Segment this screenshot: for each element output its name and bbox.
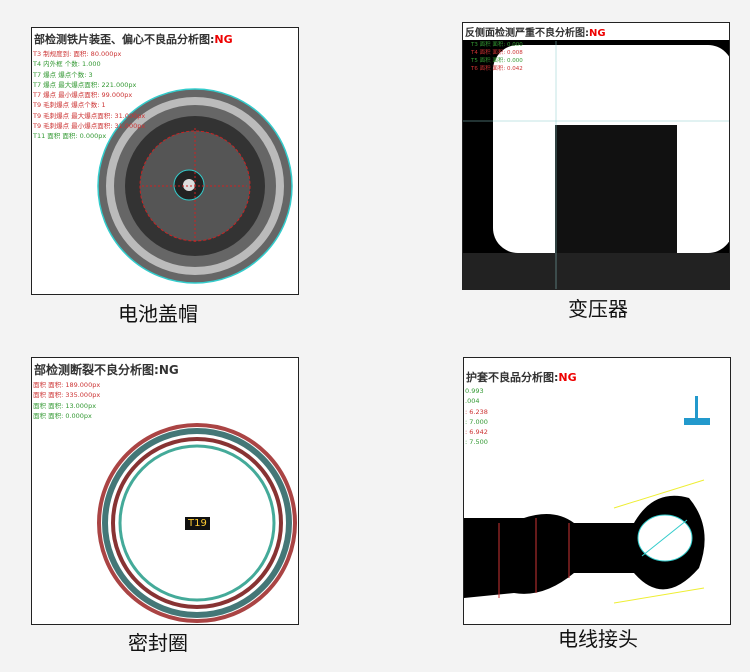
measurement-line: 面积 面积: 13.000px (33, 401, 97, 410)
measurement-line: T6 面积 面积: 0.042 (471, 66, 523, 72)
measurement-line: T7 爆点 最大爆点面积: 221.000px (33, 80, 137, 89)
measurement-line: : 7.000 (465, 417, 488, 426)
panel-title: 部检测铁片装歪、偏心不良品分析图:NG (34, 33, 233, 46)
seal-ring-image (97, 423, 297, 623)
measurement-list: 0.993 .004: 6.238: 7.000 : 6.942: 7.500 (465, 386, 488, 448)
measurement-line: : 7.500 (465, 438, 488, 447)
measurement-line: 面积 面积: 335.000px (33, 391, 101, 400)
caption: 密封圈 (128, 631, 188, 655)
measurement-line: T9 毛刺爆点 最大爆点面积: 31.000px (33, 111, 146, 120)
measurement-line: 面积 面积: 189.000px (33, 381, 101, 389)
battery-cap-image (97, 88, 293, 284)
wire-connector-image (464, 396, 710, 604)
measurement-line: T9 毛刺爆点 爆点个数: 1 (33, 101, 106, 110)
transformer-image (463, 41, 729, 289)
measurement-line: T5 面积 面积: 0.000 (471, 58, 523, 64)
measurement-line: .004 (465, 397, 480, 406)
defect-badge: T19 (185, 517, 210, 530)
measurement-line: 面积 面积: 0.000px (33, 411, 92, 420)
measurement-line: : 6.942 (465, 428, 488, 437)
wire-connector-panel: 护套不良品分析图:NG 0.993.004: 6.238: 7.000: 6.9… (463, 357, 731, 625)
measurement-line: T7 爆点 爆点个数: 3 (33, 70, 93, 79)
battery-cap-panel: 部检测铁片装歪、偏心不良品分析图:NG T3 制规度到: 面积: 80.000p… (31, 27, 299, 295)
measurement-line: : 6.238 (465, 407, 488, 416)
measurement-line: T4 面积 面积: 0.008 (471, 50, 523, 56)
measurement-line: T7 爆点 最小爆点面积: 99.000px (33, 91, 133, 100)
caption: 电线接头 (558, 627, 638, 651)
measurement-line: T9 毛刺爆点 最小爆点面积: 31.000px (33, 122, 146, 131)
measurement-line: T4 内外框 个数: 1.000 (33, 60, 101, 69)
measurement-line: T3 面积 面积: 0.000 (471, 42, 523, 48)
measurement-list: T3 面积 面积: 0.000 T4 面积 面积: 0.008 T5 面积 面积: … (471, 41, 523, 73)
measurement-line: T3 制规度到: 面积: 80.000px (33, 50, 122, 58)
measurement-line: T11 面积 面积: 0.000px (33, 132, 107, 141)
caption: 电池盖帽 (118, 302, 198, 326)
caption: 变压器 (568, 297, 628, 321)
measurement-line: 0.993 (465, 387, 484, 395)
